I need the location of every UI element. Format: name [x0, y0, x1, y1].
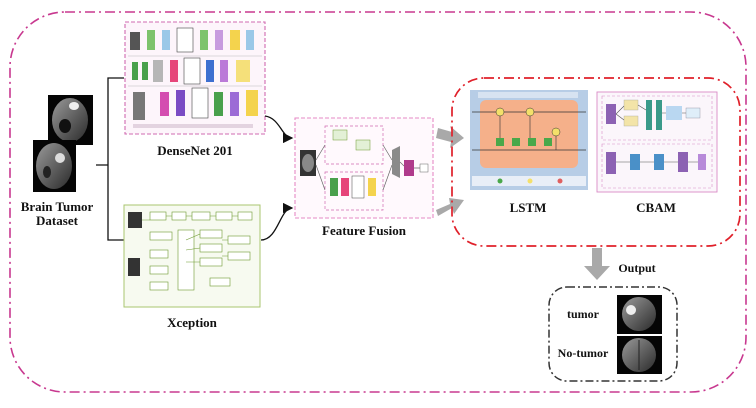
- dataset-label-line1: Brain Tumor: [20, 199, 94, 214]
- output-label: Output: [618, 261, 656, 275]
- dataset-bracket: [96, 77, 124, 241]
- cbam-thumbnail: [596, 91, 718, 193]
- dataset-images: [33, 95, 93, 192]
- arrow-attention-to-output: [584, 248, 610, 280]
- cbam-label: CBAM: [636, 200, 676, 215]
- densenet-label: DenseNet 201: [157, 143, 233, 158]
- densenet-thumbnail: [124, 21, 266, 135]
- fusion-thumbnail: [294, 117, 434, 219]
- xception-thumbnail: [123, 204, 261, 308]
- attention-frame: [451, 77, 741, 247]
- arrow-densenet-to-fusion: [264, 115, 294, 144]
- lstm-thumbnail: [470, 90, 588, 190]
- fusion-label: Feature Fusion: [322, 223, 406, 238]
- xception-label: Xception: [167, 315, 217, 330]
- lstm-label: LSTM: [509, 200, 547, 215]
- output-frame: [548, 286, 678, 382]
- output-class-tumor: tumor: [567, 307, 599, 321]
- output-class-no-tumor: No-tumor: [557, 346, 609, 360]
- arrow-xception-to-fusion: [260, 202, 294, 241]
- arrow-fusion-to-lstm-bottom: [436, 198, 464, 216]
- dataset-label: Brain Tumor Dataset: [18, 200, 96, 227]
- arrow-fusion-to-lstm-top: [436, 126, 464, 148]
- outer-frame: [9, 11, 747, 393]
- output-images: [617, 295, 662, 374]
- dataset-label-line2: Dataset: [36, 212, 78, 228]
